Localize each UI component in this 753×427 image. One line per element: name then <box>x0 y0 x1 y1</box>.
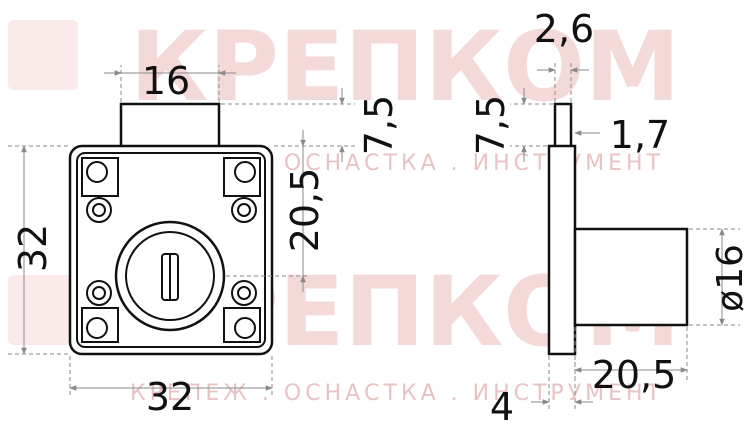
dim-body-height: 32 <box>11 224 55 272</box>
lock-body-inner <box>76 152 266 348</box>
watermark-logo-icon-2 <box>8 275 78 345</box>
dim-tongue-protrusion: 7,5 <box>357 95 401 155</box>
screw-hole-icon <box>237 203 251 217</box>
dim-tongue-width: 16 <box>142 59 190 103</box>
lock-tongue <box>119 102 221 152</box>
dim-tongue-thickness: 2,6 <box>534 7 594 51</box>
corner-pad-tl <box>81 157 119 197</box>
screw-hole-icon <box>86 280 112 306</box>
screw-hole-icon <box>92 286 106 300</box>
screw-hole-icon <box>92 203 106 217</box>
hole-icon <box>86 317 108 339</box>
side-cylinder <box>573 227 689 327</box>
key-cylinder-inner <box>125 231 215 321</box>
hole-icon <box>234 317 256 339</box>
watermark-tagline-bottom: КРЕПЕЖ . ОСНАСТКА . ИНСТРУМЕНТ <box>130 381 664 406</box>
hole-icon <box>234 161 256 183</box>
dim-side-tongue: 7,5 <box>469 95 513 155</box>
corner-pad-bl <box>81 307 119 343</box>
dim-plate-top: 1,7 <box>610 113 670 157</box>
side-dimensions: 2,6 7,5 1,7 ø16 20,5 4 <box>469 7 751 427</box>
hole-icon <box>86 161 108 183</box>
dim-key-offset: 20,5 <box>283 168 327 253</box>
corner-pad-tr <box>223 157 261 197</box>
screw-hole-icon <box>231 197 257 223</box>
dim-body-width: 32 <box>146 375 194 419</box>
dim-plate-thickness: 4 <box>490 385 514 427</box>
dim-cylinder-length: 20,5 <box>592 353 677 397</box>
front-view <box>68 102 274 356</box>
dim-cylinder-diameter: ø16 <box>710 244 751 312</box>
corner-pad-br <box>223 307 261 343</box>
screw-hole-icon <box>86 197 112 223</box>
side-plate <box>547 144 577 356</box>
screw-hole-icon <box>237 286 251 300</box>
screw-hole-icon <box>231 280 257 306</box>
front-dimensions: 16 7,5 20,5 32 32 <box>8 59 401 419</box>
side-view <box>547 102 689 356</box>
watermark-logo-icon <box>8 20 78 90</box>
side-tongue <box>553 102 573 150</box>
